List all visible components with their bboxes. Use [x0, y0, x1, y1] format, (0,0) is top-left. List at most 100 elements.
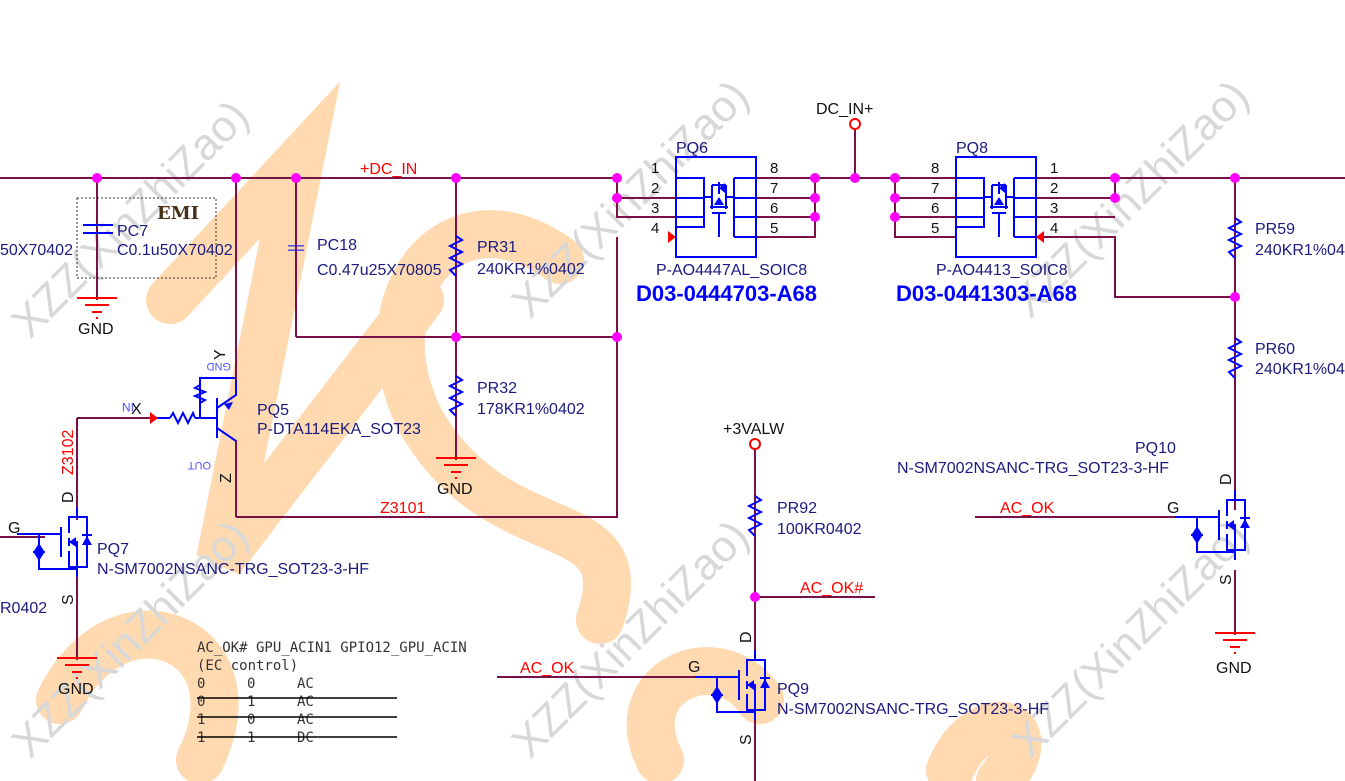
strikethrough-lines: [197, 697, 397, 738]
svg-text:7: 7: [770, 180, 778, 197]
svg-text:6: 6: [770, 200, 778, 217]
svg-text:DC_IN+: DC_IN+: [816, 101, 873, 118]
svg-text:R0402: R0402: [0, 600, 47, 617]
svg-text:GND: GND: [437, 481, 473, 498]
svg-text:1: 1: [197, 712, 205, 728]
svg-text:G: G: [688, 659, 700, 676]
resistor-pr32: PR32 178KR1%0402 GND: [435, 375, 585, 498]
svg-text:Y: Y: [212, 349, 229, 360]
net-ac-ok: AC_OK: [1000, 500, 1055, 517]
mosfet-pq7: G D S PQ7 N-SM7002NSANC-TRG_SOT23-3-HF R…: [0, 491, 369, 698]
svg-text:Z: Z: [218, 473, 235, 483]
net-z3101: Z3101: [380, 500, 425, 517]
svg-text:1: 1: [247, 694, 255, 710]
svg-text:240KR1%0402: 240KR1%0402: [477, 261, 585, 278]
svg-text:XZZ(XinZhiZao): XZZ(XinZhiZao): [1002, 511, 1258, 767]
svg-text:S: S: [738, 734, 755, 745]
svg-text:PR31: PR31: [477, 239, 517, 256]
svg-text:S: S: [1218, 574, 1235, 585]
svg-text:GND: GND: [78, 321, 114, 338]
port-circle-icon: [849, 118, 861, 130]
svg-text:5: 5: [931, 220, 939, 237]
svg-text:PC7: PC7: [117, 223, 148, 240]
net-ac-ok: AC_OK: [520, 660, 575, 677]
svg-text:DC: DC: [297, 730, 314, 746]
transistor-pq5: PQ5 P-DTA114EKA_SOT23 X IN Y GND OUT Z: [122, 349, 421, 483]
mosfet-pq9: G D S PQ9 N-SM7002NSANC-TRG_SOT23-3-HF: [688, 631, 1049, 745]
svg-text:240KR1%04: 240KR1%04: [1255, 242, 1345, 259]
svg-text:GND: GND: [58, 681, 94, 698]
svg-text:C0.47u25X70805: C0.47u25X70805: [317, 262, 442, 279]
svg-text:P-DTA114EKA_SOT23: P-DTA114EKA_SOT23: [257, 421, 421, 438]
svg-text:4: 4: [1050, 220, 1058, 237]
valw-port: +3VALW: [723, 421, 785, 450]
svg-text:D: D: [60, 491, 77, 503]
svg-text:N-SM7002NSANC-TRG_SOT23-3-HF: N-SM7002NSANC-TRG_SOT23-3-HF: [777, 701, 1049, 718]
svg-text:0: 0: [247, 676, 255, 692]
svg-text:0: 0: [197, 676, 205, 692]
svg-text:GND: GND: [207, 360, 232, 372]
svg-text:PR60: PR60: [1255, 341, 1295, 358]
svg-text:AC: AC: [297, 712, 314, 728]
svg-text:1: 1: [651, 160, 659, 177]
svg-text:0: 0: [197, 694, 205, 710]
resistor-pr92: PR92 100KR0402: [748, 495, 862, 538]
svg-text:3: 3: [651, 200, 659, 217]
svg-text:PQ5: PQ5: [257, 402, 289, 419]
svg-text:PR92: PR92: [777, 500, 817, 517]
svg-text:P-AO4447AL_SOIC8: P-AO4447AL_SOIC8: [656, 262, 807, 279]
svg-text:S: S: [60, 594, 77, 605]
svg-text:D03-0441303-A68: D03-0441303-A68: [896, 281, 1077, 306]
svg-text:0: 0: [247, 712, 255, 728]
svg-text:P-AO4413_SOIC8: P-AO4413_SOIC8: [936, 262, 1068, 279]
svg-text:PQ10: PQ10: [1135, 440, 1176, 457]
svg-text:IN: IN: [122, 400, 134, 414]
truth-table: AC_OK# GPU_ACIN1 GPIO12_GPU_ACIN (EC con…: [197, 640, 467, 746]
svg-text:N-SM7002NSANC-TRG_SOT23-3-HF: N-SM7002NSANC-TRG_SOT23-3-HF: [897, 460, 1169, 477]
svg-text:D: D: [1218, 473, 1235, 485]
mosfet-pq8: PQ8 8 7 6 5 1 2 3 4 P-AO4413_SOIC8 D03-0…: [896, 140, 1077, 306]
port-circle-icon: [749, 438, 761, 450]
svg-text:PC18: PC18: [317, 237, 357, 254]
svg-text:6: 6: [931, 200, 939, 217]
svg-text:PR32: PR32: [477, 380, 517, 397]
svg-text:4: 4: [651, 220, 659, 237]
svg-text:178KR1%0402: 178KR1%0402: [477, 401, 585, 418]
svg-text:7: 7: [931, 180, 939, 197]
svg-text:OUT: OUT: [188, 459, 212, 471]
dc-in-plus-port: DC_IN+: [816, 101, 873, 130]
svg-text:PQ7: PQ7: [97, 541, 129, 558]
svg-text:D: D: [738, 631, 755, 643]
svg-text:C0.1u50X70402: C0.1u50X70402: [117, 242, 233, 259]
svg-text:PR59: PR59: [1255, 221, 1295, 238]
svg-text:X: X: [131, 401, 142, 418]
svg-text:PQ8: PQ8: [956, 140, 988, 157]
svg-text:5: 5: [770, 220, 778, 237]
svg-text:8: 8: [931, 160, 939, 177]
svg-text:2: 2: [651, 180, 659, 197]
svg-text:G: G: [8, 520, 20, 537]
svg-text:1: 1: [247, 730, 255, 746]
resistor-pr59: PR59 240KR1%04: [1228, 217, 1345, 259]
svg-text:8: 8: [770, 160, 778, 177]
svg-text:2: 2: [1050, 180, 1058, 197]
net-dc-in: +DC_IN: [360, 161, 417, 178]
svg-text:100KR0402: 100KR0402: [777, 521, 862, 538]
ground-icon: [1214, 632, 1256, 654]
svg-text:AC: AC: [297, 676, 314, 692]
svg-text:PQ9: PQ9: [777, 681, 809, 698]
capacitor-pc18: PC18 C0.47u25X70805: [287, 237, 442, 279]
mosfet-pq6: PQ6 1 2 3 4 8 7 6 5 P-AO4447AL_SOIC8 D03…: [636, 140, 817, 306]
resistor-pr60: PR60 240KR1%04: [1228, 337, 1345, 379]
svg-text:240KR1%04: 240KR1%04: [1255, 361, 1345, 378]
svg-text:3: 3: [1050, 200, 1058, 217]
svg-text:1: 1: [1050, 160, 1058, 177]
capacitor-pc7: EMI PC7 C0.1u50X70402 50X70402 GND: [0, 197, 233, 338]
net-z3102: Z3102: [60, 430, 77, 475]
net-ac-ok-n: AC_OK#: [800, 580, 863, 597]
svg-text:+3VALW: +3VALW: [723, 421, 785, 438]
svg-text:EMI: EMI: [157, 203, 199, 224]
svg-text:AC: AC: [297, 694, 314, 710]
mosfet-pq10: G D S PQ10 N-SM7002NSANC-TRG_SOT23-3-HF …: [897, 440, 1256, 677]
